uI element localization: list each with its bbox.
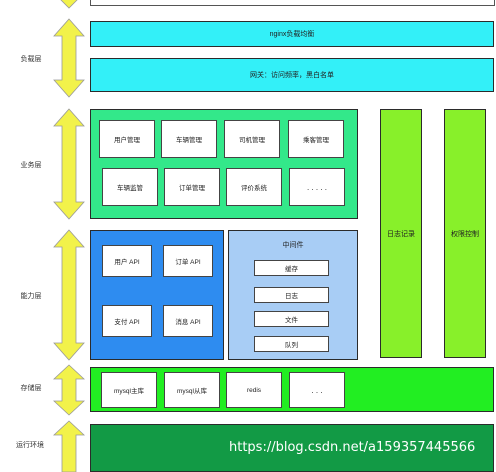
storage-mysql-master: mysql主库 <box>101 372 157 408</box>
layer-label-capability: 能力层 <box>20 293 42 300</box>
middleware-title: 中间件 <box>282 242 304 249</box>
module-review-system: 评价系统 <box>226 168 282 206</box>
module-order-management: 订单管理 <box>164 168 220 206</box>
nginx-box: nginx负载均衡 <box>90 21 494 47</box>
storage-more: . . . <box>289 372 345 408</box>
top-partial-arrow <box>60 0 78 9</box>
module-vehicle-management: 车辆管理 <box>161 120 217 158</box>
api-user: 用户 API <box>102 245 152 277</box>
layer-label-business: 业务层 <box>20 162 42 169</box>
middleware-cache: 缓存 <box>254 260 329 276</box>
storage-redis: redis <box>226 372 282 408</box>
storage-arrow <box>52 364 86 416</box>
top-partial-box <box>90 0 495 6</box>
module-vehicle-supervision: 车辆监管 <box>102 168 158 206</box>
load-balance-arrow <box>53 18 85 98</box>
module-user-management: 用户管理 <box>99 120 155 158</box>
middleware-file: 文件 <box>254 311 329 327</box>
watermark-text: https://blog.csdn.net/a159357445566 <box>229 440 476 455</box>
runtime-arrow <box>52 420 86 472</box>
layer-label-storage: 存储层 <box>20 385 42 392</box>
api-message: 消息 API <box>163 305 213 337</box>
gateway-box: 网关：访问频率，黑白名单 <box>90 58 494 92</box>
layer-label-runtime: 运行环境 <box>16 442 44 449</box>
api-payment: 支付 API <box>102 305 152 337</box>
log-panel: 日志记录 <box>380 109 422 358</box>
middleware-queue: 队列 <box>254 336 329 352</box>
layer-label-load-balance: 负载层 <box>20 56 42 63</box>
storage-mysql-slave: mysql从库 <box>164 372 220 408</box>
module-more: . . . . . <box>289 168 345 206</box>
api-order: 订单 API <box>163 245 213 277</box>
capability-arrow <box>53 229 85 361</box>
business-arrow <box>53 108 85 220</box>
module-passenger-management: 乘客管理 <box>288 120 344 158</box>
middleware-log: 日志 <box>254 287 329 303</box>
module-driver-management: 司机管理 <box>224 120 280 158</box>
permission-panel: 权限控制 <box>444 109 486 358</box>
